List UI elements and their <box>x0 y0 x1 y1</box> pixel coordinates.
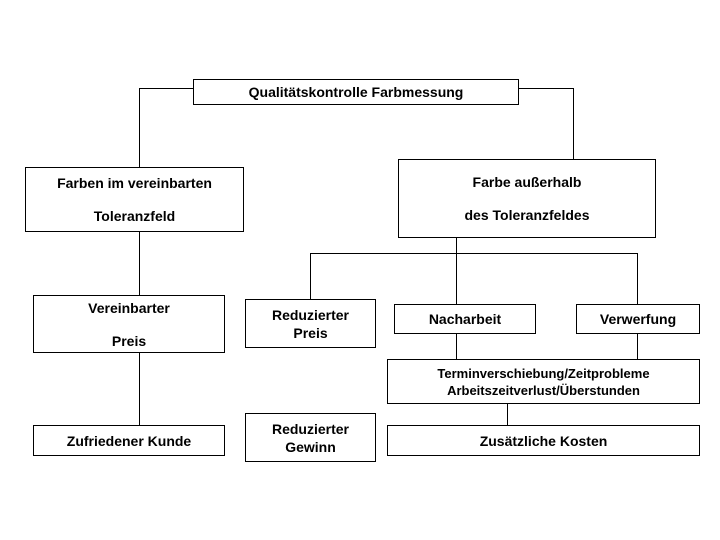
node-schedule-problems-line-1: Terminverschiebung/Zeitprobleme <box>437 365 650 381</box>
connector-agreed-price-to-satisfied-customer <box>139 353 140 425</box>
connector-root-to-right-horizontal <box>518 88 574 89</box>
node-scrap: Verwerfung <box>576 304 700 334</box>
connector-scrap-to-schedule-problems <box>637 334 638 359</box>
node-reduced-profit-line-2: Gewinn <box>285 438 336 455</box>
connector-root-to-left-horizontal <box>139 88 194 89</box>
connector-bar-to-rework <box>456 253 457 304</box>
node-reduced-profit-line-1: Reduzierter <box>271 420 350 437</box>
connector-in-tolerance-to-agreed-price <box>139 231 140 295</box>
node-rework: Nacharbeit <box>394 304 536 334</box>
node-schedule-problems-line-2: Arbeitszeitverlust/Überstunden <box>447 382 640 398</box>
connector-root-to-right-vertical <box>573 88 574 159</box>
node-in-tolerance-line-2: Toleranzfeld <box>93 208 176 224</box>
node-scrap-line-1: Verwerfung <box>599 311 677 327</box>
connector-root-to-left-vertical <box>139 88 140 167</box>
connector-out-tolerance-bar <box>310 253 638 254</box>
node-reduced-price: Reduzierter Preis <box>245 299 376 348</box>
node-in-tolerance: Farben im vereinbarten Toleranzfeld <box>25 167 244 232</box>
node-out-tolerance-line-2: des Toleranzfeldes <box>464 207 590 223</box>
node-agreed-price-line-2: Preis <box>111 332 147 349</box>
node-additional-costs: Zusätzliche Kosten <box>387 425 700 456</box>
node-schedule-problems: Terminverschiebung/Zeitprobleme Arbeitsz… <box>387 359 700 404</box>
node-out-tolerance: Farbe außerhalb des Toleranzfeldes <box>398 159 656 238</box>
connector-bar-to-scrap <box>637 253 638 304</box>
node-root: Qualitätskontrolle Farbmessung <box>193 79 519 105</box>
node-satisfied-customer: Zufriedener Kunde <box>33 425 225 456</box>
node-root-line-1: Qualitätskontrolle Farbmessung <box>248 84 464 100</box>
node-agreed-price: Vereinbarter Preis <box>33 295 225 353</box>
connector-schedule-problems-to-additional-costs <box>507 404 508 425</box>
node-additional-costs-line-1: Zusätzliche Kosten <box>479 432 608 449</box>
node-out-tolerance-line-1: Farbe außerhalb <box>472 174 582 190</box>
connector-out-tolerance-stem <box>456 238 457 254</box>
node-rework-line-1: Nacharbeit <box>428 311 502 327</box>
connector-rework-to-schedule-problems <box>456 334 457 359</box>
node-agreed-price-line-1: Vereinbarter <box>88 299 170 316</box>
node-reduced-profit: Reduzierter Gewinn <box>245 413 376 462</box>
node-satisfied-customer-line-1: Zufriedener Kunde <box>66 432 192 449</box>
node-in-tolerance-line-1: Farben im vereinbarten <box>57 175 212 191</box>
connector-bar-to-reduced-price <box>310 253 311 299</box>
node-reduced-price-line-2: Preis <box>293 324 328 341</box>
node-reduced-price-line-1: Reduzierter <box>271 306 350 323</box>
